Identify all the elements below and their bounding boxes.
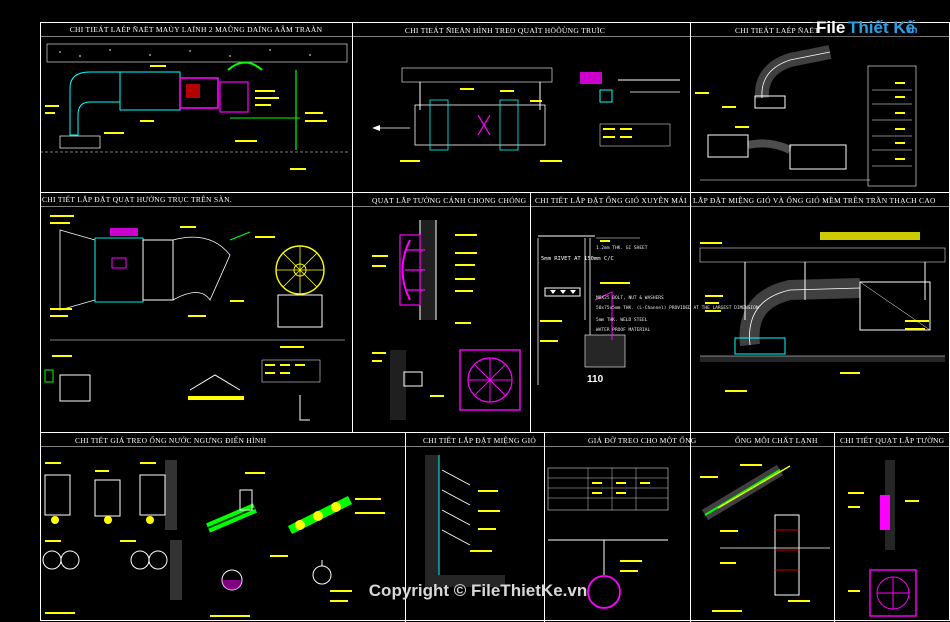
panel-9-drawing — [425, 455, 505, 587]
panel-8-drawing — [42, 460, 385, 617]
title-panel-9: CHI TIẾT LẮP ĐẶT MIỆNG GIÓ — [423, 435, 536, 445]
panel-12-drawing — [848, 460, 919, 617]
panel-1-drawing — [40, 43, 350, 170]
roof-dimension: 110 — [587, 374, 604, 385]
panel-2-drawing — [372, 67, 680, 162]
logo-part-file: File — [816, 18, 845, 37]
title-panel-1: CHI TIEÁT LAÉP ÑAËT MAÙY LAÏNH 2 MAÛNG D… — [70, 24, 323, 34]
title-panel-12: CHI TIẾT QUẠT LẮP TƯỜNG — [840, 435, 945, 445]
panel-7-drawing — [699, 232, 946, 392]
title-panel-5: QUẠT LẮP TƯỜNG CÁNH CHONG CHÓNG — [372, 195, 527, 205]
site-logo: File Thiết Kế .vn — [812, 14, 920, 38]
title-panel-4: CHI TIẾT LẮP ĐẶT QUẠT HƯỚNG TRỤC TRÊN SÀ… — [42, 194, 232, 204]
panel-5-drawing — [372, 220, 521, 420]
panel-10-drawing — [547, 467, 669, 609]
title-panel-6: CHI TIẾT LẮP ĐẶT ỐNG GIÓ XUYÊN MÁI — [535, 195, 687, 205]
title-panel-10: GIÁ ĐỠ TREO CHO MỘT ỐNG — [588, 435, 697, 445]
roof-note-water: WATER PROOF MATERIAL — [596, 327, 650, 333]
title-panel-11: ỐNG MÔI CHẤT LẠNH — [735, 435, 818, 445]
panel-4-drawing — [44, 215, 345, 421]
title-panel-7: LẮP ĐẶT MIỆNG GIÓ VÀ ỐNG GIÓ MỀM TRÊN TR… — [693, 195, 936, 205]
panel-6-drawing: 1.2mm THK. GI SHEET 5mm RIVET AT 150mm C… — [537, 235, 759, 385]
logo-part-vn: .vn — [903, 25, 917, 36]
panel-3-drawing — [695, 45, 917, 187]
panel-11-drawing — [700, 464, 830, 612]
title-panel-8: CHI TIẾT GIÁ TREO ỐNG NƯỚC NGƯNG ĐIỂN HÌ… — [75, 435, 267, 445]
roof-note-sheet: 1.2mm THK. GI SHEET — [596, 245, 648, 251]
logo-part-thietke: Thiết Kế — [848, 18, 916, 37]
roof-note-flat: 50x75x5mm THK. (L-Channel) PROVIDED AT T… — [596, 305, 759, 311]
copyright-watermark: Copyright © FileThietKe.vn — [369, 581, 587, 600]
roof-note-weld: 5mm THK. WELD STEEL — [596, 317, 648, 323]
sheet-frame — [40, 22, 950, 622]
title-panel-2: CHI TIEÁT ÑIEÅN HÌNH TREO QUAÏT HÖÔÙNG T… — [405, 25, 605, 35]
roof-note-bolt: M8X25 BOLT, NUT & WASHERS — [596, 295, 664, 301]
title-panel-3: CHI TIEÁT LAÉP ÑAËT — [735, 25, 819, 35]
roof-note-rivet: 5mm RIVET AT 150mm C/C — [541, 256, 614, 262]
